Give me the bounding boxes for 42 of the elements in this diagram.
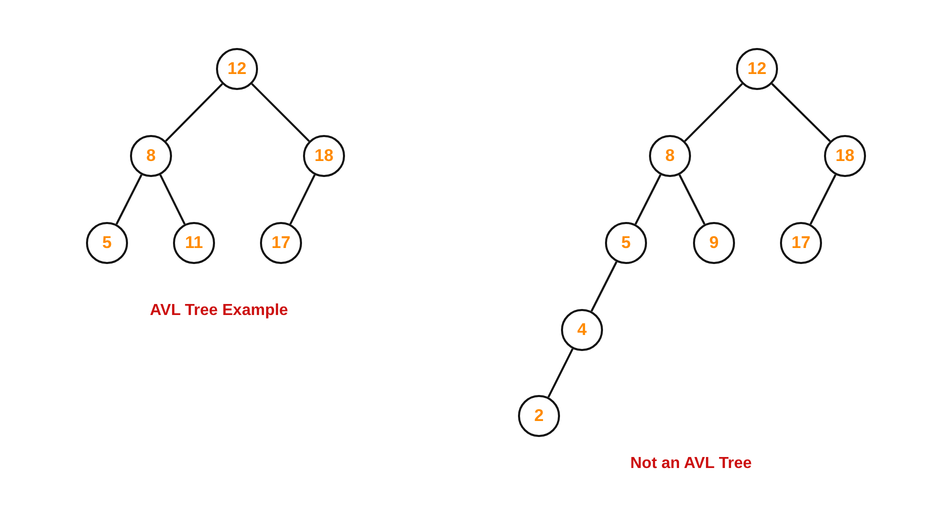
connector-line xyxy=(684,83,743,142)
tree-node-circle xyxy=(216,48,258,90)
connector-line xyxy=(678,174,706,225)
node-value: 17 xyxy=(792,233,810,253)
node-value: 5 xyxy=(102,233,112,253)
tree-node-circle xyxy=(649,135,691,177)
tree-node-circle xyxy=(260,222,302,264)
tree-node-circle xyxy=(303,135,345,177)
node-value: 18 xyxy=(836,146,854,166)
node-value: 12 xyxy=(228,59,246,79)
node-value: 2 xyxy=(534,406,544,426)
node-value: 4 xyxy=(577,320,587,340)
node-value: 11 xyxy=(185,233,203,253)
connector-line xyxy=(590,261,618,312)
tree-node-circle xyxy=(561,309,603,351)
node-value: 8 xyxy=(665,146,675,166)
tree-node-circle xyxy=(130,135,172,177)
tree-node-circle xyxy=(693,222,735,264)
connector-line xyxy=(159,174,186,225)
tree-caption: AVL Tree Example xyxy=(150,302,288,320)
node-value: 5 xyxy=(621,233,631,253)
tree-node-circle xyxy=(605,222,647,264)
connector-line xyxy=(251,83,310,142)
connector-line xyxy=(634,174,662,225)
node-value: 17 xyxy=(272,233,290,253)
connector-line xyxy=(289,174,316,225)
tree-node-circle xyxy=(736,48,778,90)
node-value: 8 xyxy=(146,146,156,166)
tree-caption: Not an AVL Tree xyxy=(630,455,752,473)
connector-line xyxy=(548,348,574,398)
node-value: 9 xyxy=(709,233,719,253)
tree-node-circle xyxy=(86,222,128,264)
connector-line xyxy=(810,174,836,225)
tree-node-circle xyxy=(824,135,866,177)
node-value: 18 xyxy=(314,146,334,166)
node-value: 12 xyxy=(748,59,766,79)
tree-node-circle xyxy=(518,395,560,437)
tree-node-circle xyxy=(173,222,215,264)
connector-line xyxy=(116,174,142,225)
connector-line xyxy=(165,83,223,142)
tree-node-circle xyxy=(780,222,822,264)
connector-line xyxy=(771,83,831,142)
